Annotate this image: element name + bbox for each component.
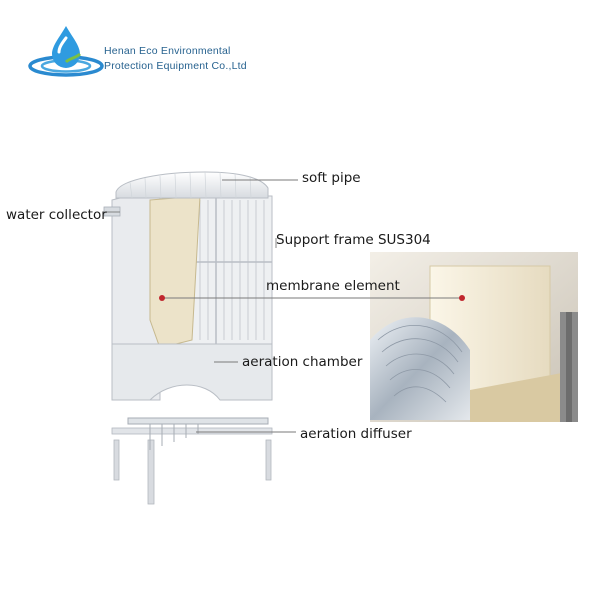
company-name-line1: Henan Eco Environmental bbox=[104, 45, 231, 57]
membrane-sheet bbox=[149, 195, 201, 349]
water-collector-pipe bbox=[103, 206, 121, 217]
aeration-chamber-body bbox=[111, 343, 273, 401]
company-name: Henan Eco Environmental Protection Equip… bbox=[104, 44, 247, 74]
aeration-diffuser-pipes bbox=[127, 417, 269, 450]
label-soft-pipe: soft pipe bbox=[302, 170, 361, 186]
soft-pipe-roll bbox=[115, 171, 269, 199]
mbr-module-illustration bbox=[103, 171, 273, 505]
company-name-line2: Protection Equipment Co.,Ltd bbox=[104, 60, 247, 72]
membrane-photo-inset bbox=[370, 252, 578, 422]
label-aeration-diffuser: aeration diffuser bbox=[300, 426, 412, 442]
logo bbox=[28, 26, 104, 77]
membrane-marker-left bbox=[159, 295, 165, 301]
label-support-frame: Support frame SUS304 bbox=[276, 232, 431, 248]
pointer-lines bbox=[104, 179, 462, 433]
label-aeration-chamber: aeration chamber bbox=[242, 354, 363, 370]
label-membrane-element: membrane element bbox=[266, 278, 400, 294]
water-drop-logo-icon bbox=[28, 26, 104, 77]
label-water-collector: water collector bbox=[6, 207, 107, 223]
membrane-marker-right bbox=[459, 295, 465, 301]
support-legs bbox=[111, 427, 273, 505]
